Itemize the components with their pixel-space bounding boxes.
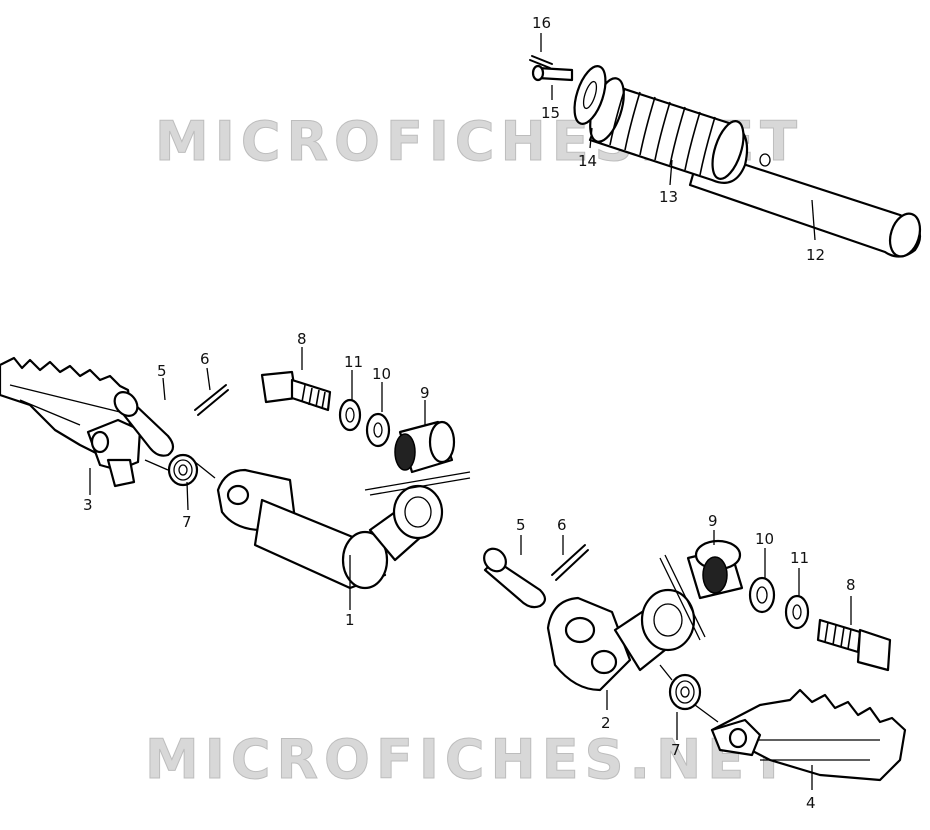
callout-10-right: 10 — [755, 530, 774, 548]
collar-left — [394, 420, 456, 474]
callout-9-right: 9 — [708, 512, 718, 530]
callout-7-left: 7 — [182, 513, 192, 531]
footpeg-left — [0, 356, 142, 488]
watermark-bottom: MICROFICHES.NET — [145, 728, 793, 791]
callout-11-right: 11 — [790, 549, 809, 567]
callout-9-left: 9 — [420, 384, 430, 402]
callout-8-left: 8 — [297, 330, 307, 348]
washer-plain-left — [365, 412, 391, 448]
callout-16: 16 — [532, 14, 551, 32]
callout-15: 15 — [541, 104, 560, 122]
callout-3: 3 — [83, 496, 93, 514]
washer-plain-right — [748, 576, 776, 614]
cotter-left — [194, 384, 229, 416]
pin-left — [113, 391, 175, 457]
bolt-right — [816, 618, 892, 672]
bolt-left — [260, 370, 332, 412]
callout-2: 2 — [601, 714, 611, 732]
washer-spring-right — [784, 594, 810, 630]
bracket-left — [216, 468, 444, 590]
callout-6-left: 6 — [200, 350, 210, 368]
pillion-cotter — [529, 55, 553, 69]
callout-13: 13 — [659, 188, 678, 206]
callout-5-right: 5 — [516, 516, 526, 534]
bracket-right — [546, 588, 696, 692]
callout-4: 4 — [806, 794, 816, 812]
spring-right — [659, 664, 719, 723]
spring-left — [144, 453, 216, 487]
footpeg-right — [710, 688, 907, 782]
callout-11-left: 11 — [344, 353, 363, 371]
callout-10-left: 10 — [372, 365, 391, 383]
pillion-pin — [531, 64, 574, 82]
washer-spring-left — [338, 398, 362, 432]
pin-right — [483, 547, 547, 609]
callout-8-right: 8 — [846, 576, 856, 594]
pillion-peg-shaft — [688, 148, 922, 258]
callout-14: 14 — [578, 152, 597, 170]
callout-6-right: 6 — [557, 516, 567, 534]
callout-5-left: 5 — [157, 362, 167, 380]
callout-12: 12 — [806, 246, 825, 264]
collar-right — [686, 539, 744, 600]
callout-1: 1 — [345, 611, 355, 629]
callout-7-right: 7 — [671, 741, 681, 759]
cotter-right — [551, 544, 589, 581]
pillion-washer — [573, 65, 607, 125]
